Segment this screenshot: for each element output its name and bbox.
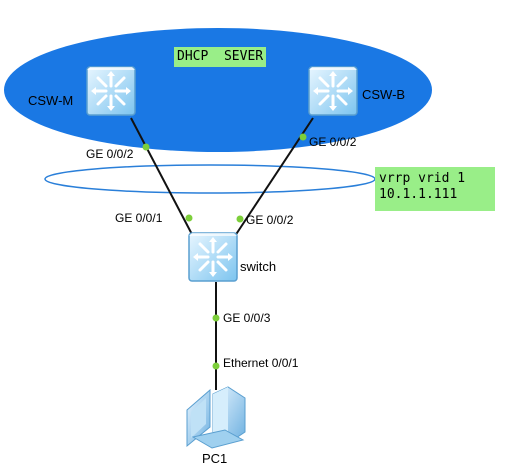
port-dot-switch-ge002 (236, 215, 244, 223)
port-label-switch-ge002: GE 0/0/2 (246, 213, 294, 227)
csw-m-switch-icon[interactable] (86, 66, 136, 116)
port-dot-pc1-eth001 (212, 362, 220, 370)
port-label-switch-ge001: GE 0/0/1 (115, 211, 163, 225)
csw-m-label: CSW-M (28, 93, 74, 108)
switch-label: switch (240, 259, 277, 274)
dhcp-server-group (4, 28, 432, 152)
vrrp-group-ring (44, 164, 376, 194)
dhcp-server-label: DHCP SEVER (174, 47, 267, 67)
link-cswm-switch (130, 117, 197, 243)
port-label-cswb-ge002: GE 0/0/2 (309, 135, 357, 149)
csw-b-switch-icon[interactable] (308, 66, 358, 116)
port-label-pc1-eth001: Ethernet 0/0/1 (223, 356, 299, 370)
vrrp-info-box: vrrp vrid 1 10.1.1.111 (375, 167, 495, 211)
csw-b-label: CSW-B (362, 87, 406, 102)
port-label-switch-ge003: GE 0/0/3 (223, 311, 271, 325)
port-dot-switch-ge001 (185, 214, 193, 222)
port-dot-cswm-ge002 (142, 143, 150, 151)
vrrp-ip-text: 10.1.1.111 (379, 187, 458, 202)
access-switch-icon[interactable] (188, 232, 238, 282)
link-cswb-switch (230, 117, 314, 243)
port-dot-cswb-ge002 (299, 133, 307, 141)
pc1-computer-icon[interactable] (186, 386, 246, 449)
port-dot-switch-ge003 (212, 314, 220, 322)
port-label-cswm-ge002: GE 0/0/2 (86, 147, 134, 161)
vrrp-vrid-text: vrrp vrid 1 (379, 171, 466, 186)
pc1-label: PC1 (202, 451, 228, 466)
